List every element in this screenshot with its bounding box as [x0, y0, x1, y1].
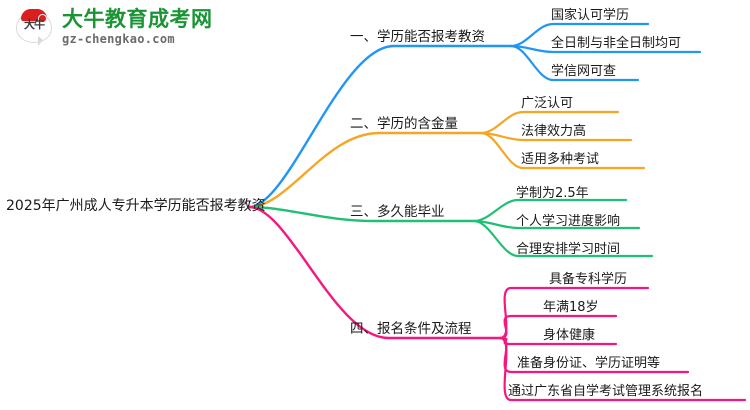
leaf-label-2-1[interactable]: 广泛认可 [521, 96, 574, 111]
branch-label-1[interactable]: 一、学历能否报考教资 [350, 29, 485, 45]
leaf-label-4-1[interactable]: 具备专科学历 [549, 272, 628, 287]
leaf-label-3-3[interactable]: 合理安排学习时间 [516, 242, 621, 257]
leaf-label-2-3[interactable]: 适用多种考试 [521, 152, 600, 167]
logo-red-dot-icon [38, 14, 47, 23]
logo-mark-text: 大牛 [24, 18, 45, 31]
leaf-label-1-2[interactable]: 全日制与非全日制均可 [551, 36, 682, 51]
leaf-label-4-3[interactable]: 身体健康 [543, 328, 596, 343]
leaf-label-4-2[interactable]: 年满18岁 [543, 300, 599, 315]
leaf-label-4-4[interactable]: 准备身份证、学历证明等 [517, 356, 661, 371]
leaf-label-2-2[interactable]: 法律效力高 [521, 124, 587, 139]
branch-label-3[interactable]: 三、多久能毕业 [350, 204, 445, 220]
leaf-label-1-3[interactable]: 学信网可查 [551, 64, 617, 79]
logo-subtitle-url: gz-chengkao.com [62, 32, 175, 46]
mindmap-root-label: 2025年广州成人专升本学历能否报考教资 [6, 198, 266, 214]
site-logo: 大牛 大牛教育成考网 gz-chengkao.com [14, 6, 212, 50]
logo-text-block: 大牛教育成考网 gz-chengkao.com [62, 7, 213, 46]
leaf-label-4-5[interactable]: 通过广东省自学考试管理系统报名 [508, 384, 704, 399]
logo-mark-icon: 大牛 [14, 9, 56, 47]
leaf-label-3-2[interactable]: 个人学习进度影响 [516, 214, 621, 229]
leaf-label-1-1[interactable]: 国家认可学历 [551, 8, 630, 23]
logo-title: 大牛教育成考网 [62, 7, 213, 31]
branch-label-2[interactable]: 二、学历的含金量 [350, 116, 458, 132]
leaf-label-3-1[interactable]: 学制为2.5年 [516, 186, 589, 201]
branch-label-4[interactable]: 四、报名条件及流程 [350, 321, 472, 337]
logo-bubble-tail-icon [38, 36, 43, 46]
